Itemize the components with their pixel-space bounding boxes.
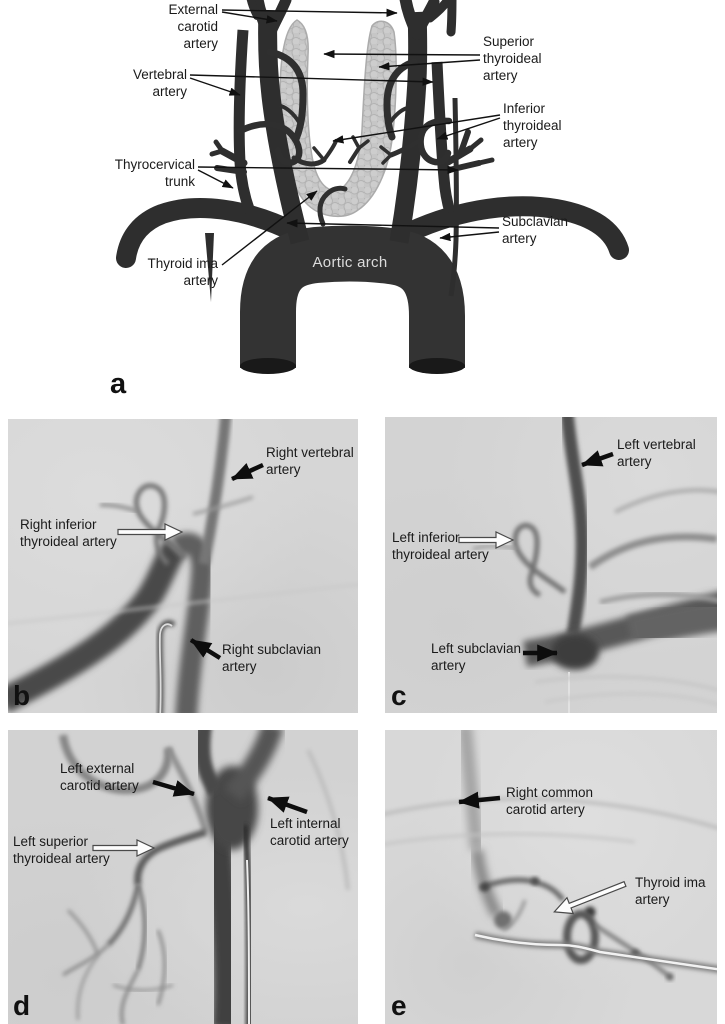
angiogram-c-image	[458, 417, 717, 713]
black-arrows-b	[189, 462, 264, 660]
panel-d-angiogram: Left external carotid artery Left intern…	[8, 730, 358, 1024]
diagram-leader-arrows	[189, 8, 501, 266]
label-right-inferior-thyroideal-artery: Right inferior thyroideal artery	[20, 517, 117, 549]
label-right-common-carotid-artery: Right common carotid artery	[506, 785, 594, 817]
right-common-carotid	[389, 11, 428, 244]
panel-letter-a: a	[110, 368, 127, 400]
left-subclavian-artery	[116, 198, 304, 268]
black-arrows-e	[458, 791, 501, 809]
label-left-internal-carotid-artery: Left internal carotid artery	[270, 816, 349, 848]
black-arrows-c	[523, 450, 614, 662]
panel-letter-c: c	[391, 680, 407, 711]
left-vertebral-vessel	[233, 29, 256, 214]
white-arrow-c	[458, 531, 515, 549]
aortic-arch-vessel	[240, 225, 465, 368]
label-right-vertebral-artery: Right vertebral artery	[266, 445, 354, 477]
vessels-d	[59, 730, 350, 1024]
label-left-superior-thyroideal-artery: Left superior thyroideal artery	[13, 834, 110, 866]
angiogram-e-image	[385, 730, 717, 981]
panel-b-angiogram: Right vertebral artery Right inferior th…	[8, 419, 358, 713]
thyroid-arteries	[236, 48, 453, 227]
thyrocervical-trunks	[209, 129, 495, 175]
right-superior-thyroideal-vessel	[383, 58, 418, 141]
great-vessels	[116, 0, 629, 368]
left-inferior-thyroideal-vessel	[236, 121, 303, 167]
white-arrow-e	[553, 880, 627, 915]
panel-e-angiogram: Right common carotid artery Thyroid ima …	[385, 730, 717, 1024]
label-vertebral-artery: Vertebral artery	[132, 67, 187, 99]
angiogram-b-image	[8, 419, 358, 713]
black-arrows-d	[152, 779, 308, 815]
label-subclavian-artery: Subclavian artery	[502, 214, 569, 246]
right-inferior-thyroideal-vessel	[417, 117, 453, 166]
right-vertebral-vessel	[431, 61, 456, 214]
label-thyroid-ima-artery-angio: Thyroid ima artery	[635, 875, 706, 907]
diagram-vessels-illustration	[116, 0, 629, 374]
label-superior-thyroideal-artery: Superior thyroideal artery	[483, 34, 542, 83]
panel-a-diagram: External carotid artery Superior thyroid…	[0, 0, 725, 412]
label-inferior-thyroideal-artery: Inferior thyroideal artery	[503, 101, 562, 150]
white-arrow-b	[117, 523, 184, 541]
panel-letter-d: d	[13, 990, 31, 1021]
left-superior-thyroideal-vessel	[266, 48, 307, 143]
label-left-inferior-thyroideal-artery: Left inferior thyroideal artery	[392, 530, 489, 562]
label-right-subclavian-artery: Right subclavian artery	[222, 642, 322, 674]
label-left-external-carotid-artery: Left external carotid artery	[60, 761, 139, 793]
label-thyroid-ima-artery: Thyroid ima artery	[147, 256, 218, 288]
panel-c-angiogram: Left vertebral artery Left inferior thyr…	[385, 417, 717, 713]
label-external-carotid-artery: External carotid artery	[168, 2, 218, 51]
label-left-vertebral-artery: Left vertebral artery	[617, 437, 696, 469]
right-subclavian-artery	[400, 196, 629, 260]
thyroid-ima-vessel	[317, 185, 348, 227]
white-arrow-d	[92, 839, 156, 857]
label-thyrocervical-trunk: Thyrocervical trunk	[114, 157, 195, 189]
vessels-b	[8, 419, 358, 713]
label-aortic-arch: Aortic arch	[312, 254, 388, 271]
panel-letter-b: b	[13, 680, 31, 711]
label-left-subclavian-artery: Left subclavian artery	[431, 641, 522, 673]
panel-letter-e: e	[391, 990, 407, 1021]
vessels-e	[385, 730, 717, 981]
angiogram-d-image	[59, 730, 350, 1024]
